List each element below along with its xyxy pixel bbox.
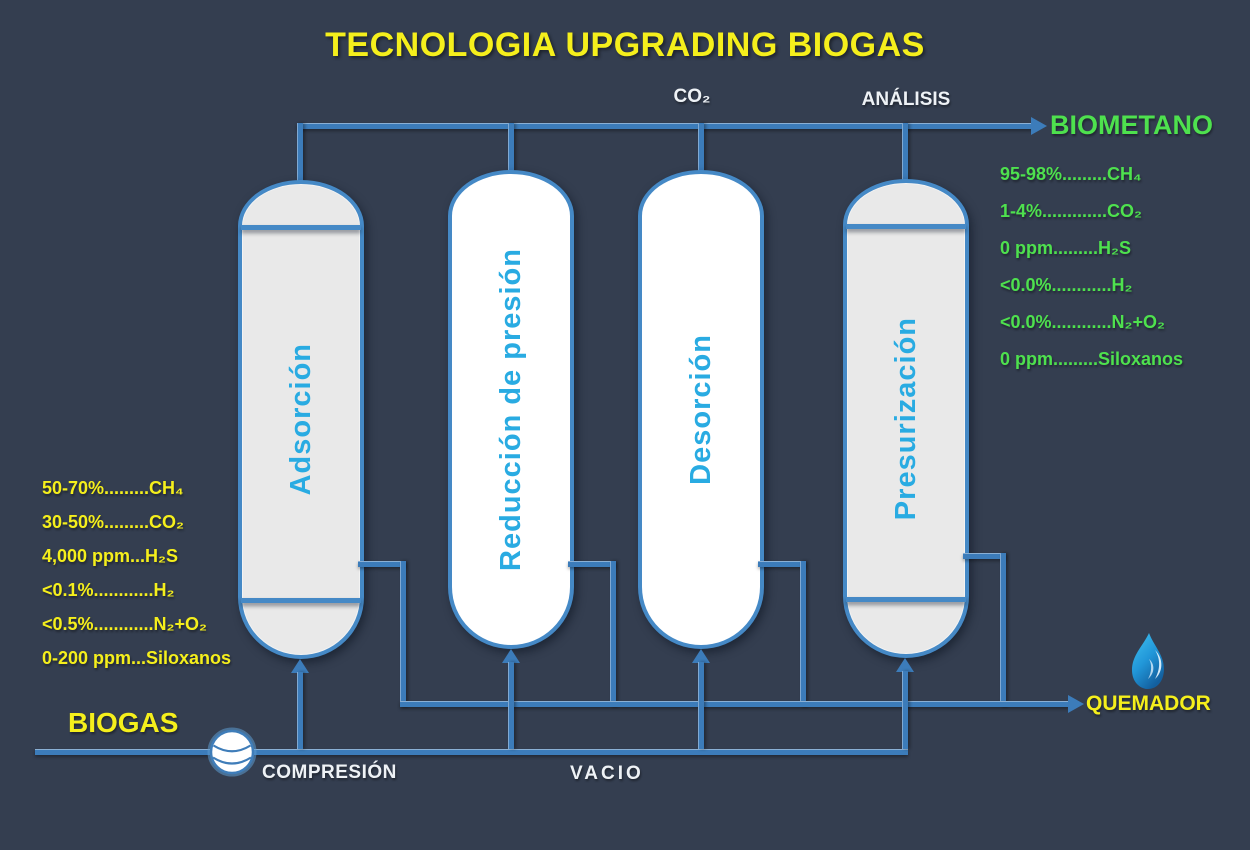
vessel-presurizacion: Presurización [843, 179, 969, 658]
list-item: 1-4%.............CO₂ [1000, 201, 1143, 221]
arrow-up-icon-col4 [896, 658, 914, 672]
biometano-label: BIOMETANO [1050, 110, 1213, 140]
list-item: 50-70%.........CH₄ [42, 478, 184, 498]
pipe-feed-col1 [297, 672, 303, 749]
pipe-feed-line [35, 749, 908, 755]
vessel-label-adsorcion: Adsorción [284, 343, 317, 496]
pipe-outlet-col2 [568, 561, 616, 567]
arrow-right-icon-quemador [1068, 695, 1084, 713]
pipe-outlet-col1 [358, 561, 406, 567]
pipe-outlet-col2-down [610, 561, 616, 707]
pipe-outlet-col4 [963, 553, 1006, 559]
pipe-top-col2 [508, 123, 514, 176]
pipe-feed-col4 [902, 671, 908, 749]
vessel-cap-line [241, 598, 361, 603]
vessel-label-reduccion: Reducción de presión [494, 248, 527, 571]
flame-icon [1132, 633, 1164, 689]
pipe-top-col3 [698, 123, 704, 176]
list-item: 30-50%.........CO₂ [42, 512, 185, 532]
vessel-label-presurizacion: Presurización [889, 316, 922, 521]
list-item: 0 ppm.........H₂S [1000, 238, 1132, 258]
compressor-icon [207, 727, 257, 777]
vessel-adsorcion: Adsorción [238, 180, 364, 659]
pipe-quemador-line [400, 701, 1070, 707]
pipe-outlet-col4-down [1000, 553, 1006, 707]
list-item: <0.1%............H₂ [42, 580, 175, 600]
quemador-label: QUEMADOR [1086, 692, 1211, 715]
list-item: 95-98%.........CH₄ [1000, 164, 1142, 184]
vessel-cap-line [846, 597, 966, 602]
pipe-outlet-col3-down [800, 561, 806, 707]
arrow-right-icon-biometano [1031, 117, 1047, 135]
pipe-top-col4 [902, 123, 908, 182]
vacio-label: VACIO [570, 763, 644, 784]
list-item: 0 ppm.........Siloxanos [1000, 349, 1184, 369]
pipe-feed-col2 [508, 662, 514, 749]
list-item: <0.5%............N₂+O₂ [42, 614, 208, 634]
co2-vent-label: CO₂ [673, 86, 711, 107]
list-item: 4,000 ppm...H₂S [42, 546, 179, 566]
arrow-up-icon-col3 [692, 649, 710, 663]
compresion-label: COMPRESIÓN [262, 762, 397, 783]
list-item: <0.0%............H₂ [1000, 275, 1133, 295]
pipe-top-col1 [297, 123, 303, 184]
pipe-outlet-col1-down [400, 561, 406, 707]
pipe-product-header [297, 123, 1033, 129]
biometano-composition-list: 95-98%.........CH₄ 1-4%.............CO₂ … [1000, 156, 1183, 378]
pipe-outlet-col3 [758, 561, 806, 567]
biogas-label: BIOGAS [68, 707, 179, 738]
vessel-desorcion: Desorción [638, 170, 764, 649]
vessel-reduccion-presion: Reducción de presión [448, 170, 574, 649]
vessel-label-desorcion: Desorción [684, 334, 717, 485]
list-item: <0.0%............N₂+O₂ [1000, 312, 1166, 332]
analisis-label: ANÁLISIS [861, 89, 951, 110]
biogas-composition-list: 50-70%.........CH₄ 30-50%.........CO₂ 4,… [42, 471, 231, 675]
vessel-cap-line [846, 224, 966, 229]
vessel-cap-line [241, 225, 361, 230]
arrow-up-icon-col2 [502, 649, 520, 663]
arrow-up-icon-col1 [291, 659, 309, 673]
list-item: 0-200 ppm...Siloxanos [42, 648, 232, 668]
pipe-feed-col3 [698, 662, 704, 749]
page-title: TECNOLOGIA UPGRADING BIOGAS [325, 26, 925, 64]
